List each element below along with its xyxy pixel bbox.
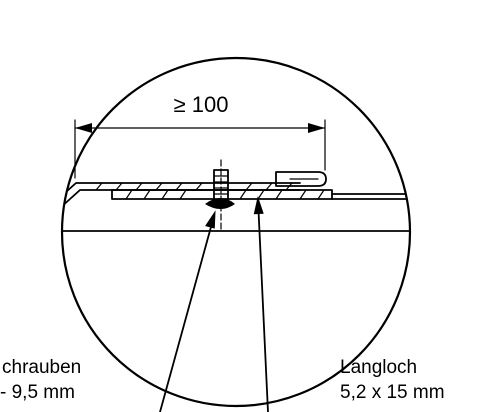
dimension-arrow-left [75,123,92,133]
inner-bracket-hatching [125,189,325,200]
screw-callout-line1: chrauben [2,357,81,378]
dimension-label: ≥ 100 [174,92,229,117]
dimension-line-group: ≥ 100 [74,92,326,179]
slot-callout-line1: Langloch [340,357,417,378]
screw-callout-line2: - 9,5 mm [0,382,75,403]
dimension-arrow-right [308,123,325,133]
leader-screw [159,210,216,412]
detail-content [62,159,410,232]
slot-callout-line2: 5,2 x 15 mm [340,382,445,403]
leader-slot [253,196,269,412]
folded-hem [275,171,327,187]
detail-circle [60,56,412,408]
inner-bracket [111,189,410,200]
screw [205,159,235,231]
